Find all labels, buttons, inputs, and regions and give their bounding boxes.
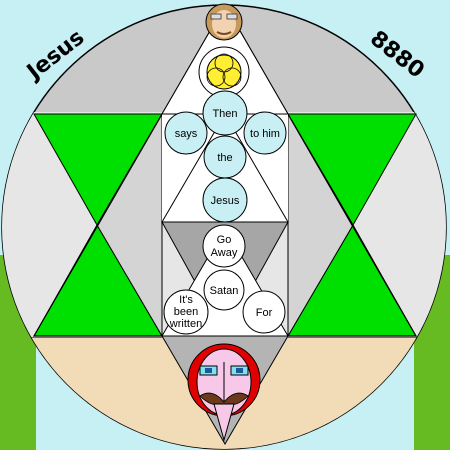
- bottom-face-icon: [187, 343, 261, 442]
- word-says: says: [175, 128, 198, 140]
- word-written: written: [169, 318, 202, 330]
- bubble-then: Then: [202, 90, 248, 136]
- word-for: For: [256, 307, 273, 319]
- bubble-satan: Satan: [203, 269, 245, 311]
- word-to-him: to him: [250, 128, 280, 140]
- bubble-go-away: Go Away: [202, 224, 246, 268]
- word-its: It's: [179, 294, 193, 306]
- word-been: been: [174, 306, 198, 318]
- word-jesus: Jesus: [211, 195, 240, 207]
- word-then: Then: [212, 108, 237, 120]
- word-the: the: [217, 152, 232, 164]
- bubble-its-been-written: It's been written: [163, 289, 209, 335]
- flower-of-life-icon: [198, 46, 250, 98]
- top-face-icon: [205, 3, 243, 41]
- bubble-the: the: [203, 135, 247, 179]
- word-satan: Satan: [210, 285, 239, 297]
- bubble-jesus: Jesus: [202, 177, 248, 223]
- bubble-says: says: [164, 111, 208, 155]
- word-go: Go: [217, 234, 232, 246]
- bubble-for: For: [242, 290, 286, 334]
- word-away: Away: [211, 247, 238, 259]
- bubble-to-him: to him: [243, 111, 287, 155]
